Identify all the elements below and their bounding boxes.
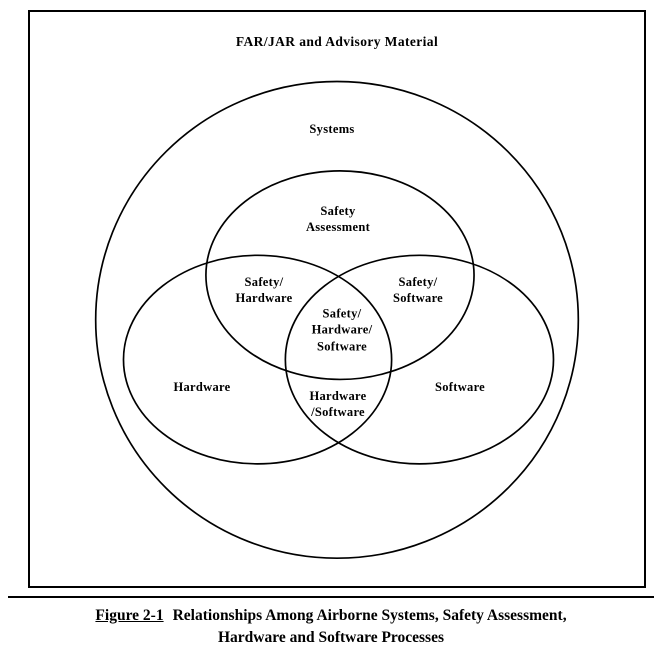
hardware-circle (122, 254, 393, 465)
figure-caption-text: Relationships Among Airborne Systems, Sa… (172, 607, 567, 647)
diagram-frame: FAR/JAR and Advisory Material Systems Sa… (28, 10, 646, 588)
caption-divider (8, 596, 654, 598)
label-systems: Systems (309, 121, 355, 136)
safety-assessment-circle (205, 170, 475, 381)
label-safety-assessment: Safety Assessment (305, 203, 371, 234)
label-hardware: Hardware (173, 379, 231, 394)
label-safety-software: Safety/ Software (392, 274, 444, 305)
label-software: Software (434, 379, 486, 394)
systems-circle (94, 80, 580, 560)
venn-diagram-svg (94, 80, 580, 560)
label-safety-hardware: Safety/ Hardware (235, 274, 293, 305)
label-hardware-software: Hardware /Software (309, 388, 367, 419)
software-circle (284, 254, 555, 465)
label-safety-hardware-software: Safety/ Hardware/ Software (311, 306, 373, 354)
figure-caption: Figure 2-1 Relationships Among Airborne S… (20, 605, 642, 650)
figure-number-label: Figure 2-1 (95, 607, 164, 624)
diagram-title: FAR/JAR and Advisory Material (235, 34, 439, 49)
